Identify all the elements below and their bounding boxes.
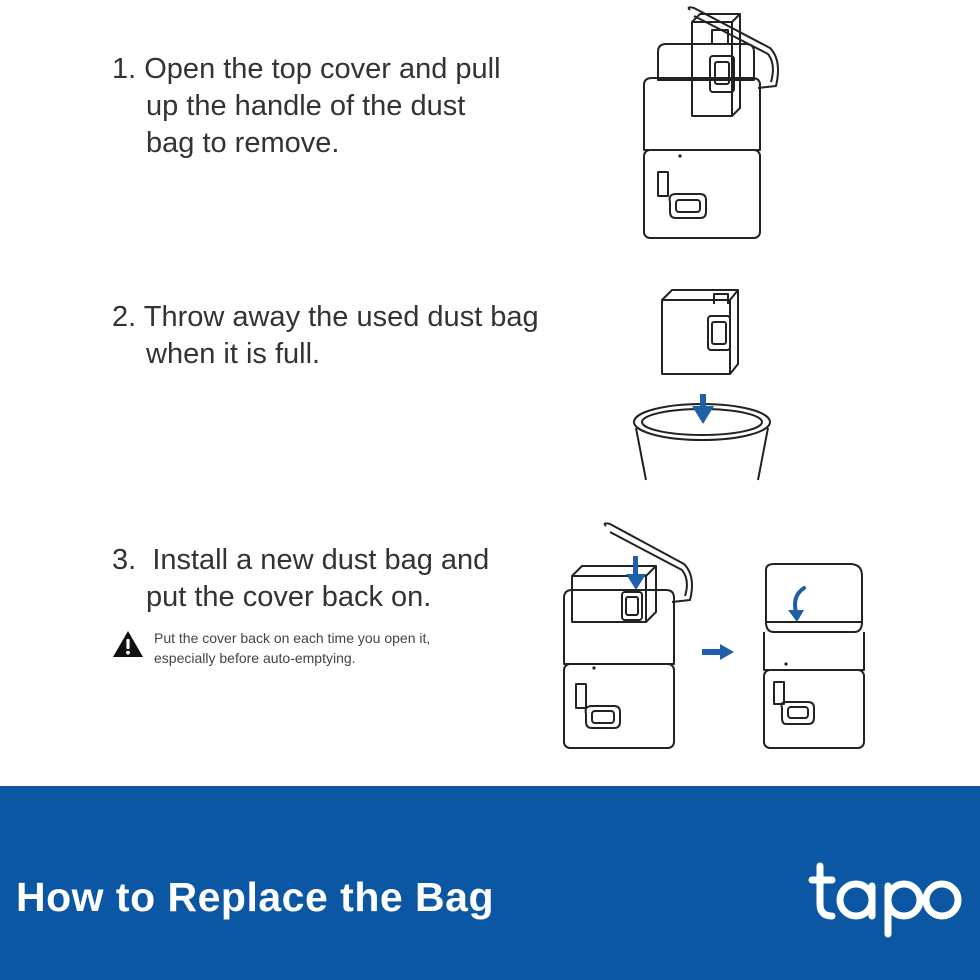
step-2-number: 2. xyxy=(112,301,137,333)
step-2-line-2: when it is full. xyxy=(146,338,321,370)
closed-cover-station-illustration xyxy=(763,563,865,749)
warning-text: Put the cover back on each time you open… xyxy=(154,628,430,668)
open-cover-station-illustration xyxy=(643,6,779,239)
step-3-number: 3. xyxy=(112,544,137,576)
step-1-number: 1. xyxy=(112,53,137,85)
step-3-instruction: 3. Install a new dust bag and put the co… xyxy=(112,542,489,616)
page-title: How to Replace the Bag xyxy=(16,874,495,920)
step-1-line-1: Open the top cover and pull xyxy=(144,53,501,85)
throw-away-bag-illustration xyxy=(633,289,771,481)
step-3-line-2: put the cover back on. xyxy=(146,581,432,613)
step-1-instruction: 1. Open the top cover and pull up the ha… xyxy=(112,51,501,162)
install-bag-station-illustration xyxy=(563,522,693,749)
arrow-right-icon xyxy=(702,644,734,660)
warning-line-2: especially before auto-emptying. xyxy=(154,650,356,666)
step-1-line-2: up the handle of the dust xyxy=(146,90,466,122)
warning-note: Put the cover back on each time you open… xyxy=(112,628,430,668)
warning-icon xyxy=(113,631,143,657)
step-3-line-1: Install a new dust bag and xyxy=(152,544,490,576)
tapo-logo xyxy=(808,862,962,938)
step-1-line-3: bag to remove. xyxy=(146,127,340,159)
step-2-instruction: 2. Throw away the used dust bag when it … xyxy=(112,299,539,373)
step-2-line-1: Throw away the used dust bag xyxy=(143,301,539,333)
warning-line-1: Put the cover back on each time you open… xyxy=(154,630,431,646)
